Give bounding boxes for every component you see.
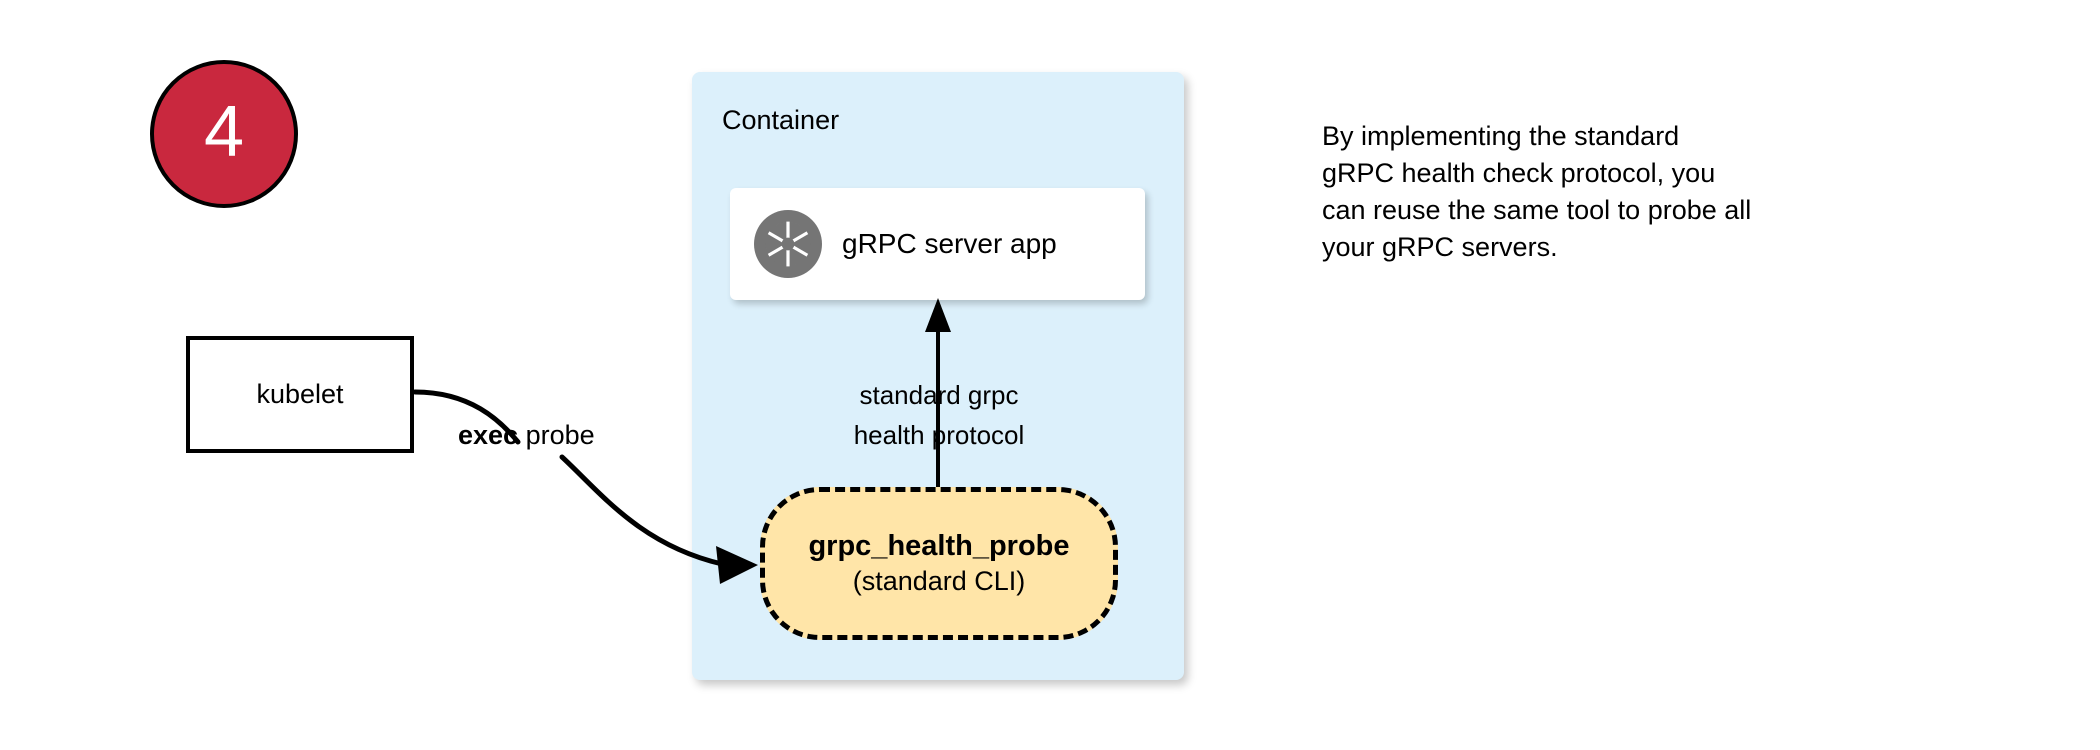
grpc-health-probe-box: grpc_health_probe (standard CLI) [760, 487, 1118, 640]
note-line-4: your gRPC servers. [1322, 232, 1558, 262]
grpc-server-app-card: gRPC server app [730, 188, 1145, 300]
note-line-3: can reuse the same tool to probe all [1322, 195, 1752, 225]
explanatory-note: By implementing the standard gRPC health… [1322, 118, 1922, 266]
note-line-1: By implementing the standard [1322, 121, 1680, 151]
kubelet-label: kubelet [256, 379, 344, 409]
container-label: Container [722, 105, 840, 135]
note-line-2: gRPC health check protocol, you [1322, 158, 1716, 188]
protocol-label-line1: standard grpc [859, 380, 1019, 410]
exec-probe-bold-word: exec [458, 420, 519, 450]
protocol-label-line2: health protocol [853, 420, 1025, 450]
grpc-health-probe-subtitle: (standard CLI) [852, 566, 1026, 597]
grpc-health-probe-title: grpc_health_probe [808, 529, 1070, 562]
kubelet-box: kubelet [186, 336, 414, 453]
exec-probe-label: exec probe [458, 420, 595, 451]
exec-probe-rest-word: probe [518, 420, 595, 450]
protocol-label: standard grpc health protocol [828, 375, 1050, 455]
step-number-badge: 4 [150, 60, 298, 208]
grpc-server-app-label: gRPC server app [842, 228, 1057, 259]
step-number-text: 4 [203, 92, 245, 172]
aperture-icon [752, 208, 824, 280]
